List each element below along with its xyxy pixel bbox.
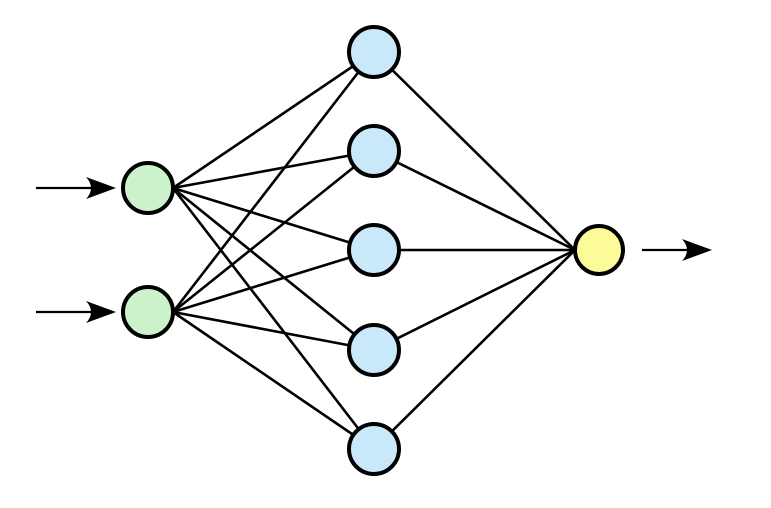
node-output-0: [573, 224, 625, 276]
node-hidden-3: [347, 323, 401, 377]
edge-input-0-to-hidden-1: [171, 149, 376, 190]
edge-input-0-to-hidden-0: [171, 50, 376, 190]
edge-input-1-to-hidden-3: [171, 310, 376, 352]
edge-input-0-to-hidden-2: [171, 186, 376, 252]
node-input-0: [121, 161, 175, 215]
node-hidden-0: [347, 25, 401, 79]
edge-hidden-3-to-output-0: [372, 248, 577, 352]
edge-input-1-to-hidden-4: [171, 310, 376, 451]
edge-input-1-to-hidden-2: [171, 248, 376, 314]
node-input-1: [121, 285, 175, 339]
edge-input-0-to-hidden-4: [171, 186, 376, 451]
edge-input-1-to-hidden-1: [171, 149, 376, 314]
output-arrow-head-icon: [682, 239, 712, 261]
edge-input-0-to-hidden-3: [171, 186, 376, 352]
node-hidden-2: [347, 223, 401, 277]
node-hidden-1: [347, 124, 401, 178]
edge-hidden-4-to-output-0: [372, 248, 577, 451]
edge-hidden-1-to-output-0: [372, 149, 577, 252]
edge-input-1-to-hidden-0: [171, 50, 376, 314]
input-arrow-bottom-head-icon: [86, 301, 116, 323]
edge-hidden-0-to-output-0: [372, 50, 577, 252]
node-hidden-4: [347, 422, 401, 476]
input-arrow-top-head-icon: [86, 177, 116, 199]
